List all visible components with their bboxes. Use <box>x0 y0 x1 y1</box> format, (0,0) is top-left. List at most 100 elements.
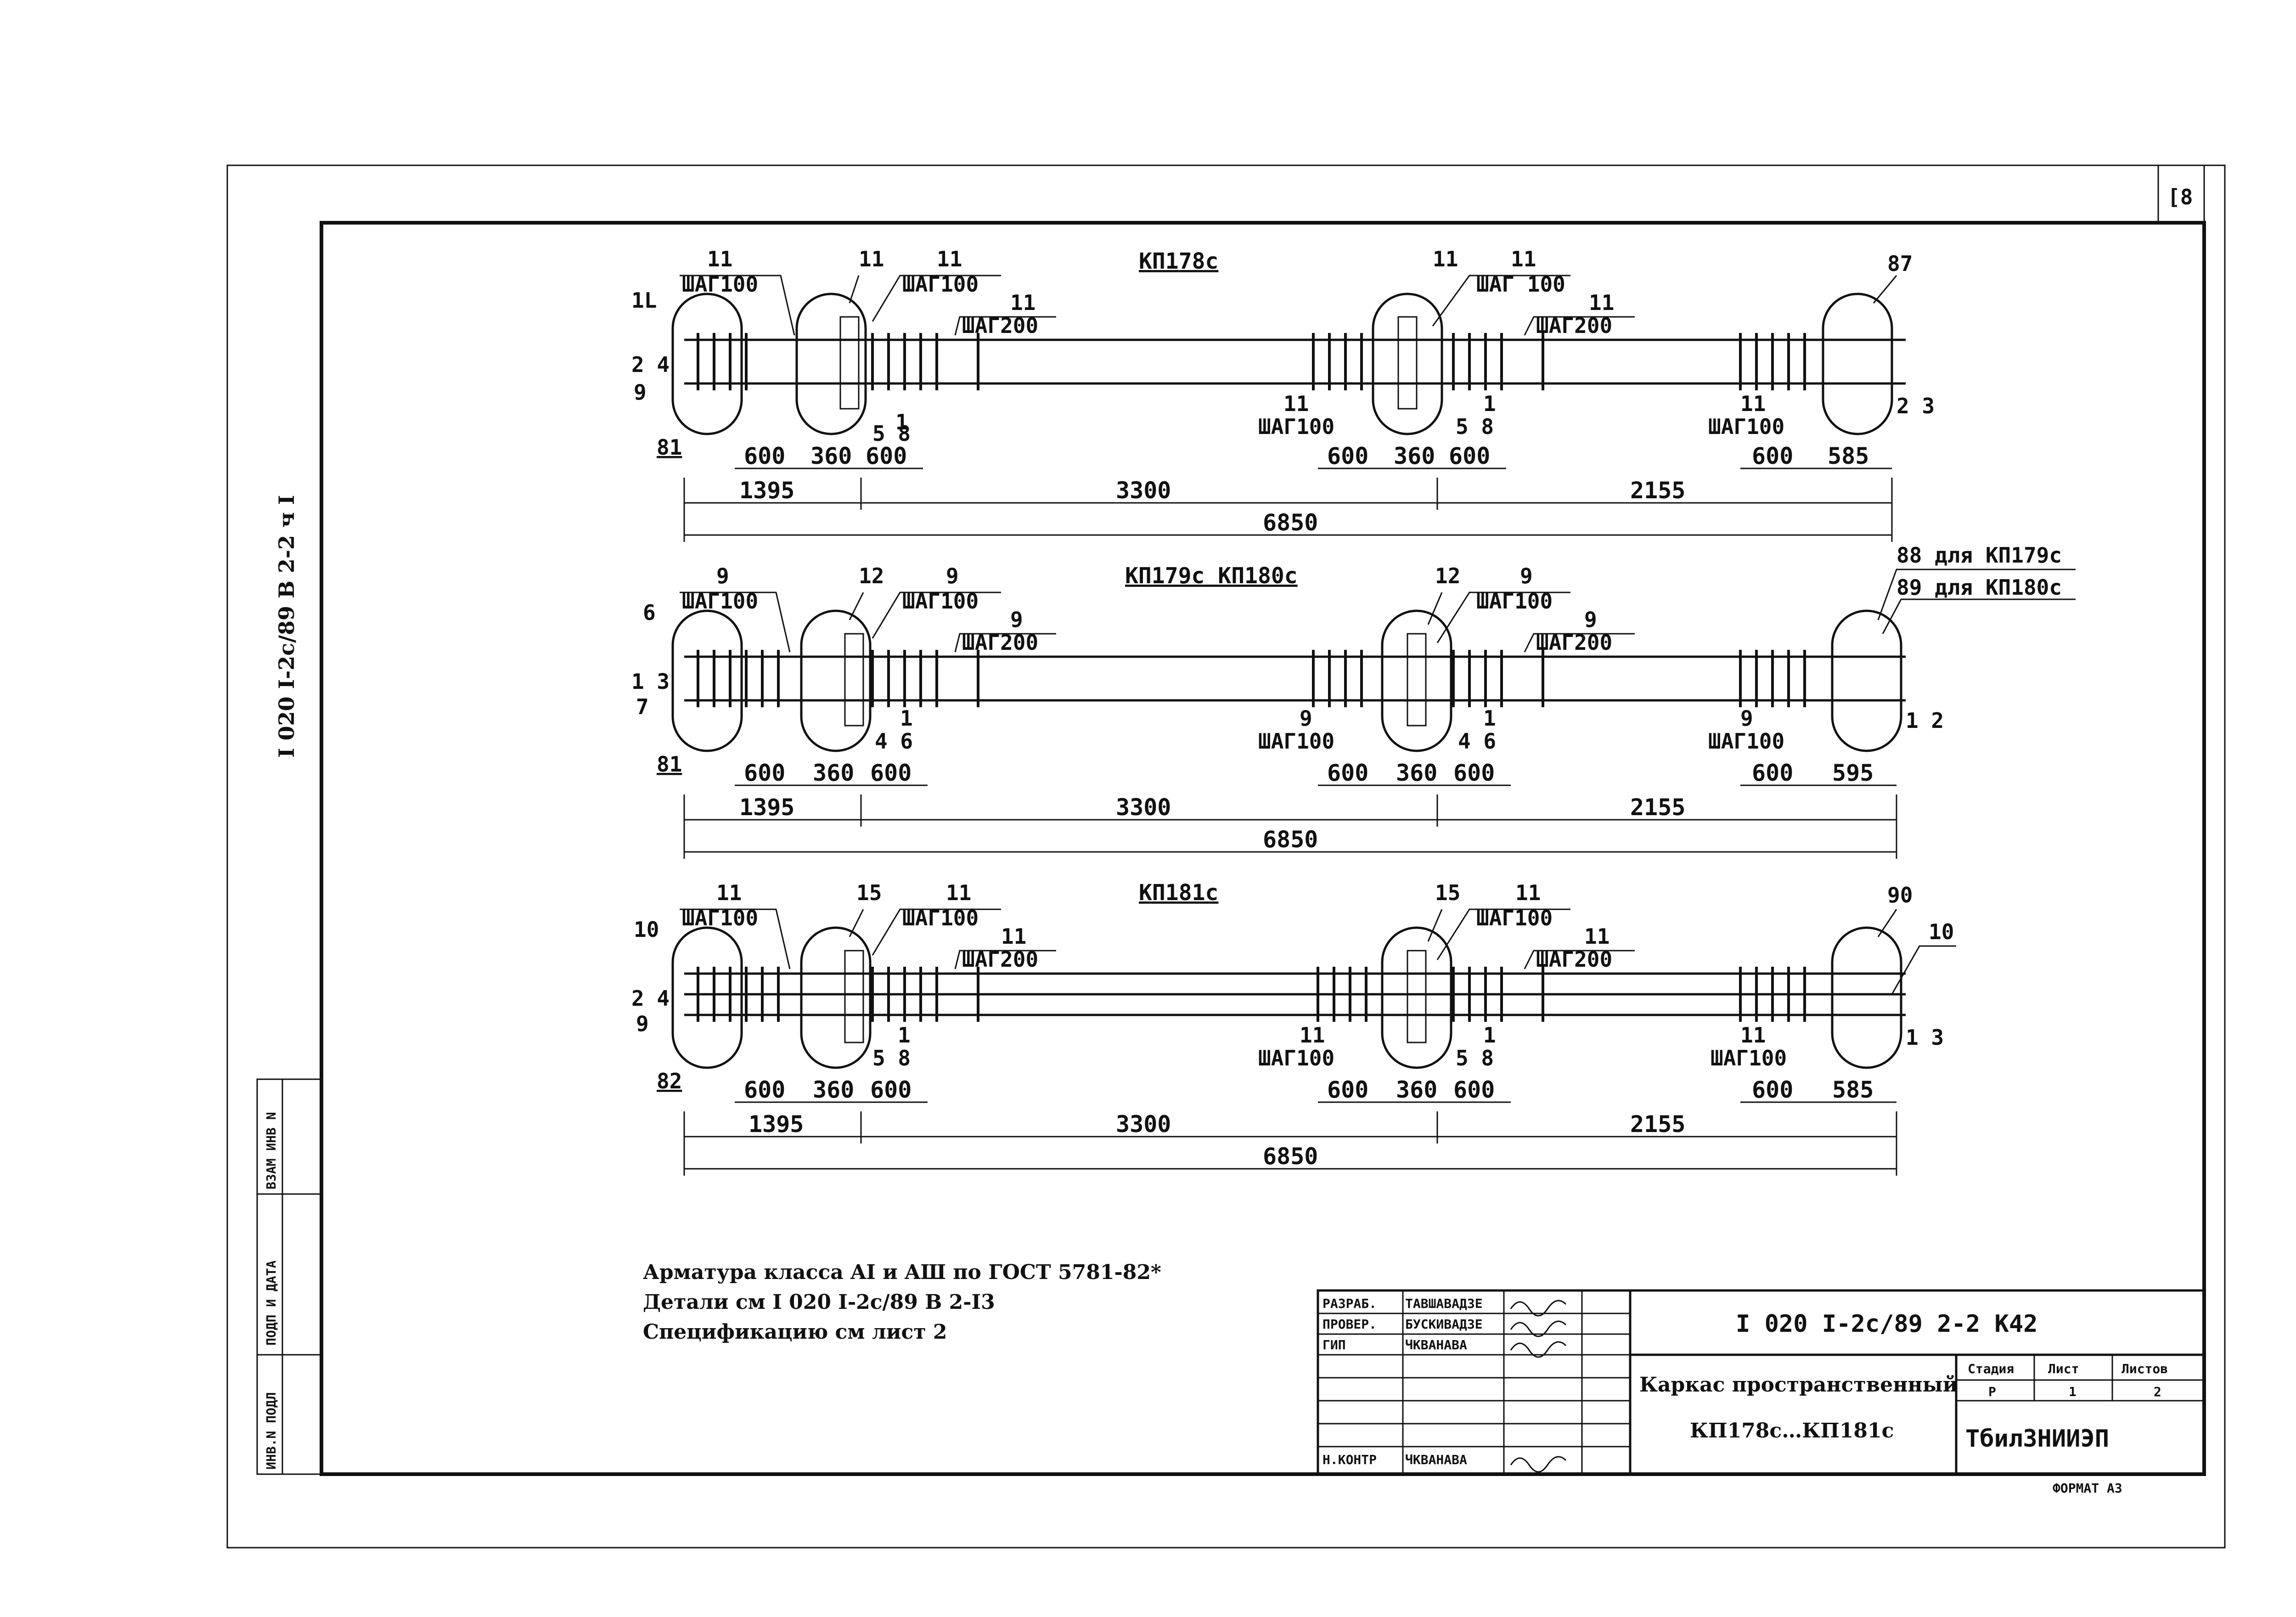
note-3: Спецификацию см лист 2 <box>643 1320 947 1344</box>
dim: 360 <box>1396 1076 1437 1103</box>
dim-total: 6850 <box>1263 1143 1318 1170</box>
sheets-value: 2 <box>2154 1384 2161 1399</box>
dim: 600 <box>1327 443 1368 469</box>
label: 11 <box>859 247 884 271</box>
sheet-number: [8 <box>2167 185 2193 209</box>
label: 15 <box>1435 880 1460 905</box>
label: 11 <box>1010 290 1035 315</box>
label: 11 <box>716 880 742 905</box>
signature <box>1510 1300 1567 1317</box>
doc-code: I 020 I-2с/89 2-2 К42 <box>1736 1310 2037 1338</box>
label: 89 для КП180с <box>1896 575 2062 600</box>
step-label: ШАГ200 <box>962 630 1038 655</box>
stage-value: Р <box>1988 1384 1996 1399</box>
signature <box>1510 1341 1567 1358</box>
label: 2 3 <box>1896 394 1935 418</box>
label: 11 <box>937 247 962 271</box>
label: 1 <box>1483 1023 1496 1048</box>
dim: 3300 <box>1116 477 1171 504</box>
step-label: ШАГ200 <box>1536 947 1612 972</box>
dim: 600 <box>744 1076 785 1103</box>
label: 2 4 <box>631 986 670 1011</box>
note-1: Арматура класса AI и AШ по ГОСТ 5781-82* <box>643 1261 1161 1284</box>
label: 9 <box>1010 607 1023 632</box>
step-label: ШАГ100 <box>902 272 979 297</box>
dim: 600 <box>744 443 785 469</box>
label: 11 <box>1283 391 1309 416</box>
label: 9 <box>1300 706 1312 731</box>
note-2: Детали см I 020 I-2с/89 В 2-I3 <box>643 1290 995 1314</box>
dim: 600 <box>870 1076 912 1103</box>
dim: 600 <box>870 760 912 786</box>
dim: 3300 <box>1116 1111 1171 1138</box>
label: 1 2 <box>1906 708 1944 733</box>
signature <box>1510 1320 1567 1337</box>
dim: 360 <box>813 760 854 786</box>
label: 82 <box>657 1069 682 1093</box>
label: 6 <box>643 600 656 625</box>
organization: ТбилЗНИИЭП <box>1965 1425 2109 1453</box>
step-label: ШАГ100 <box>1708 729 1784 754</box>
label: 9 <box>716 563 729 588</box>
label: 10 <box>1929 919 1954 944</box>
step-label: ШАГ100 <box>1476 589 1553 614</box>
dim: 600 <box>1327 760 1368 786</box>
label: 11 <box>707 247 732 271</box>
label: 90 <box>1887 883 1913 907</box>
label: 1 <box>895 410 908 434</box>
step-label: ШАГ200 <box>1536 313 1612 338</box>
label: 2 4 <box>631 352 670 377</box>
label: 4 6 <box>1458 729 1496 754</box>
side-col-2: ПОДП И ДАТА <box>264 1260 279 1346</box>
step-label: ШАГ100 <box>1258 729 1334 754</box>
step-label: ШАГ100 <box>1711 1046 1787 1070</box>
label: 11 <box>946 880 971 905</box>
dim: 1395 <box>739 477 794 504</box>
label: 88 для КП179с <box>1896 543 2062 568</box>
step-label: ШАГ200 <box>1536 630 1612 655</box>
dim: 3300 <box>1116 794 1171 821</box>
notes: Арматура класса AI и AШ по ГОСТ 5781-82*… <box>643 1261 1161 1344</box>
label: 11 <box>1300 1023 1325 1048</box>
label: 9 <box>1584 607 1597 632</box>
step-label: ШАГ100 <box>682 589 758 614</box>
step-label: ШАГ 100 <box>1476 272 1565 297</box>
role-chief-engineer: ГИП <box>1322 1337 1346 1352</box>
outer-frame <box>226 164 2226 1549</box>
side-stamp: ИНВ.N ПОДЛ ПОДП И ДАТА ВЗАМ ИНВ N <box>256 1078 322 1475</box>
side-col-3: ВЗАМ ИНВ N <box>264 1112 279 1189</box>
dim: 600 <box>866 443 907 469</box>
label: 1 <box>1483 391 1496 416</box>
label: 5 8 <box>1456 1046 1494 1070</box>
role-checker: ПРОВЕР. <box>1322 1317 1377 1332</box>
label: 15 <box>856 880 882 905</box>
label: 81 <box>657 752 682 777</box>
label: 1 3 <box>631 669 670 694</box>
dim-total: 6850 <box>1263 509 1318 536</box>
step-label: ШАГ100 <box>1708 414 1784 439</box>
dim: 360 <box>813 1076 854 1103</box>
side-code: I 020 I-2c/89 В 2-2 ч I <box>274 495 299 758</box>
label: 11 <box>1001 924 1026 949</box>
cage-kp179-180: КП179с КП180с 9 ШАГ100 12 9 ШАГ100 9 ШАГ… <box>631 543 2076 859</box>
dim: 600 <box>1327 1076 1368 1103</box>
dim: 600 <box>1449 443 1490 469</box>
label: 81 <box>657 435 682 460</box>
cage-kp178: КП178с 11 ШАГ100 11 11 ШАГ100 11 ШАГ200 … <box>631 247 1935 542</box>
step-label: ШАГ100 <box>902 906 979 930</box>
step-label: ШАГ100 <box>682 906 758 930</box>
dim: 585 <box>1828 443 1869 469</box>
label: 11 <box>1589 290 1614 315</box>
dim: 1395 <box>739 794 794 821</box>
dim: 360 <box>1396 760 1437 786</box>
side-col-1: ИНВ.N ПОДЛ <box>264 1392 279 1470</box>
dim: 600 <box>1453 1076 1495 1103</box>
cage-title: КП179с КП180с <box>1125 563 1298 589</box>
dim-total: 6850 <box>1263 826 1318 853</box>
signature <box>1510 1456 1567 1473</box>
label: 87 <box>1887 251 1913 276</box>
step-label: ШАГ100 <box>1476 906 1553 930</box>
label: 5 8 <box>872 421 911 446</box>
